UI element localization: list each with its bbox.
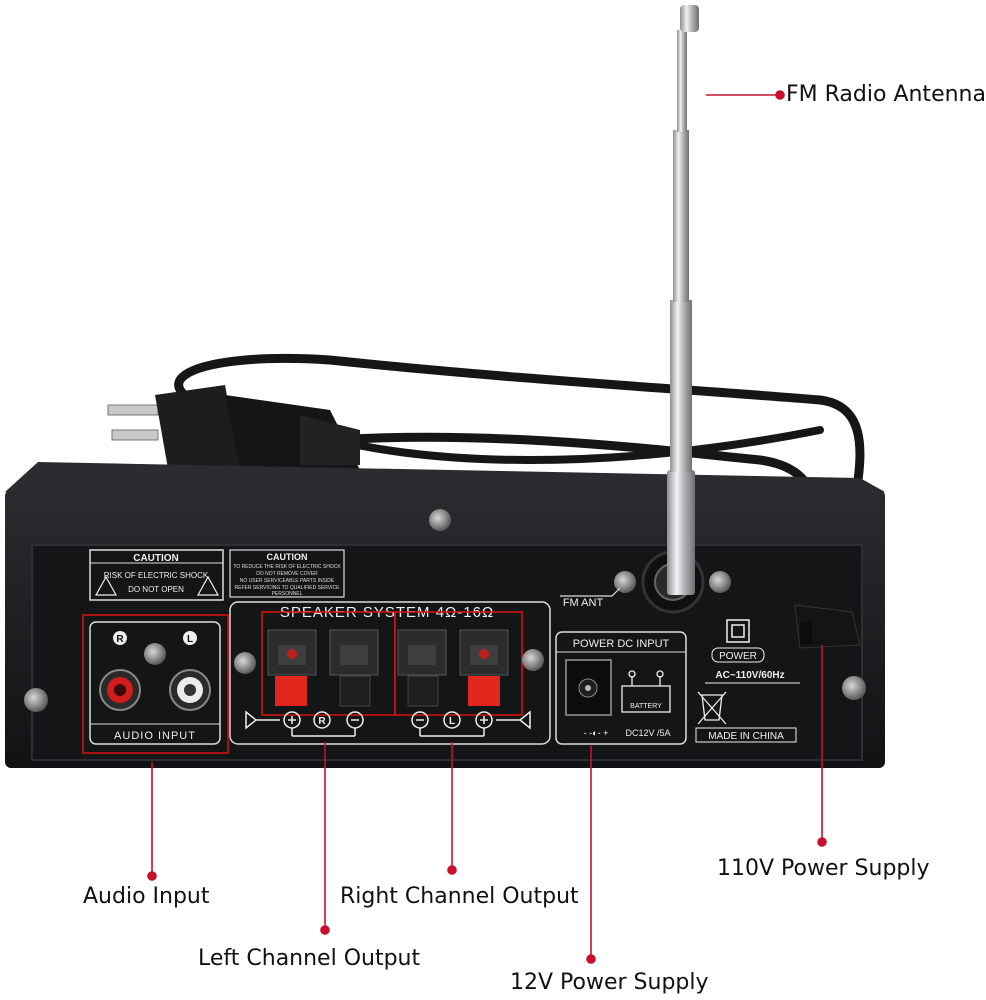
right-channel-callout: Right Channel Output [340, 884, 579, 909]
ac-cord-strain-relief [794, 604, 861, 649]
svg-text:AUDIO INPUT: AUDIO INPUT [114, 730, 196, 742]
speaker-system-section: SPEAKER SYSTEM 4Ω-16Ω [229, 601, 551, 745]
svg-text:DC12V /5A: DC12V /5A [625, 728, 670, 738]
screw-icon [614, 571, 636, 593]
screw-icon [522, 649, 544, 671]
svg-text:TO REDUCE THE RISK OF ELECTRIC: TO REDUCE THE RISK OF ELECTRIC SHOCK [233, 564, 341, 570]
ac-power-info: POWER AC~110V/60Hz MADE IN CHINA [695, 619, 800, 743]
screw-icon [24, 688, 48, 712]
callout-lines [147, 90, 827, 964]
caution-label-left: CAUTION RISK OF ELECTRIC SHOCK DO NOT OP… [89, 549, 224, 601]
ac-plug-icon [107, 385, 360, 480]
svg-text:POWER DC INPUT: POWER DC INPUT [573, 638, 670, 650]
caution-label-right: CAUTION TO REDUCE THE RISK OF ELECTRIC S… [229, 549, 345, 598]
svg-text:CAUTION: CAUTION [133, 553, 179, 564]
speaker-terminal-l-plus[interactable] [459, 629, 509, 706]
channel-l-label: L [449, 716, 455, 727]
svg-text:DO NOT OPEN: DO NOT OPEN [128, 585, 184, 594]
svg-text:PERSONNEL: PERSONNEL [272, 591, 303, 597]
audio-input-section: AUDIO INPUT R L [82, 614, 229, 754]
warning-triangle-icon [196, 575, 220, 596]
speaker-terminal-r-plus[interactable] [267, 629, 317, 706]
power-12v-callout: 12V Power Supply [510, 970, 709, 995]
svg-text:REFER SERVICING TO QUALIFIED S: REFER SERVICING TO QUALIFIED SERVICE [235, 585, 341, 591]
screw-icon [144, 643, 166, 665]
fm-antenna-callout: FM Radio Antenna [786, 82, 986, 107]
svg-text:NO USER SERVICEABLE PARTS INSI: NO USER SERVICEABLE PARTS INSIDE [240, 578, 335, 584]
svg-text:AC~110V/60Hz: AC~110V/60Hz [715, 670, 784, 681]
speaker-terminal-l-minus[interactable] [397, 629, 447, 707]
svg-text:BATTERY: BATTERY [630, 703, 662, 710]
rca-jack-red-icon[interactable] [99, 669, 141, 711]
weee-bin-icon [697, 691, 727, 725]
svg-text:POWER: POWER [719, 651, 757, 662]
svg-text:CAUTION: CAUTION [267, 552, 308, 562]
channel-r-label: R [318, 716, 326, 727]
warning-triangle-icon [94, 575, 118, 596]
svg-text:- -◐- +: - -◐- + [584, 728, 609, 738]
rca-jack-white-icon[interactable] [169, 669, 211, 711]
svg-text:MADE IN CHINA: MADE IN CHINA [708, 731, 784, 742]
svg-text:L: L [187, 634, 193, 645]
left-channel-callout: Left Channel Output [198, 946, 421, 971]
power-dc-input-section: POWER DC INPUT BATTERY - -◐- + DC12V /5A [555, 631, 687, 745]
svg-text:DO NOT REMOVE COVER: DO NOT REMOVE COVER [256, 571, 318, 577]
svg-text:FM ANT: FM ANT [563, 597, 604, 609]
svg-text:R: R [116, 634, 124, 645]
screw-icon [429, 509, 451, 531]
fm-antenna-icon[interactable] [667, 5, 699, 595]
audio-input-callout: Audio Input [83, 884, 210, 909]
battery-icon [621, 670, 671, 713]
screw-icon [234, 652, 256, 674]
screw-icon [709, 571, 731, 593]
speaker-terminal-r-minus[interactable] [329, 629, 379, 707]
polarity-symbols [245, 710, 531, 737]
svg-text:RISK OF ELECTRIC SHOCK: RISK OF ELECTRIC SHOCK [104, 571, 209, 580]
screw-icon [842, 676, 866, 700]
power-110v-callout: 110V Power Supply [717, 856, 930, 881]
double-insulation-icon [726, 619, 750, 643]
